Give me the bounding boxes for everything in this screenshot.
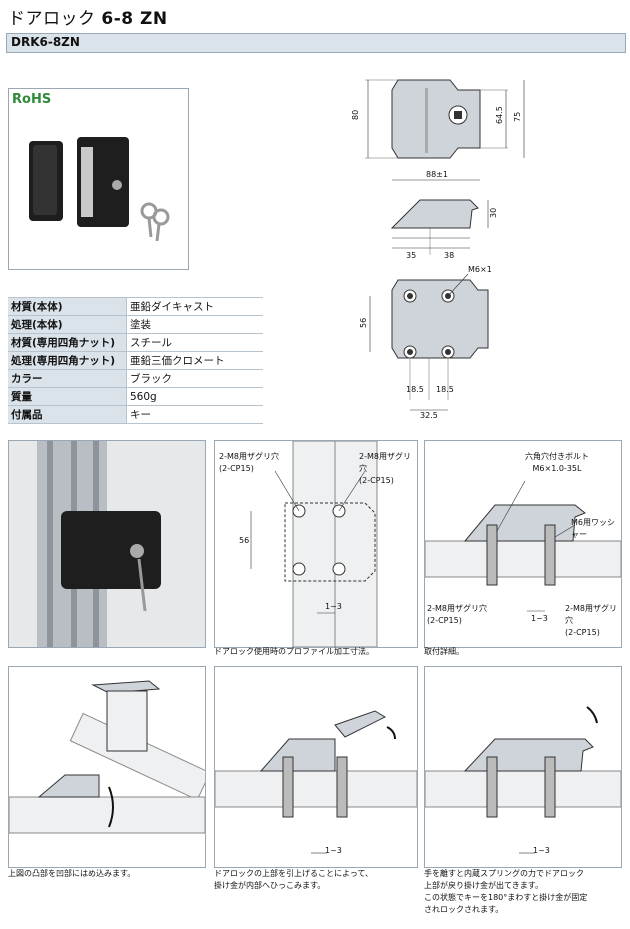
- p2-label-2: 2-M8用ザグリ穴(2-CP15): [359, 452, 411, 485]
- page-title: ドアロック 6-8 ZN: [8, 4, 168, 29]
- p3-dim-1-3: 1~3: [531, 614, 548, 623]
- p6-dim-1-3: 1~3: [533, 846, 550, 855]
- panel-photo-mounted: [8, 440, 206, 648]
- spec-value: 亜鉛ダイキャスト: [126, 297, 263, 316]
- p3-label-2: 2-M8用ザグリ穴(2-CP15): [565, 604, 617, 637]
- dim-35: 35: [406, 251, 416, 260]
- spec-value: キー: [126, 405, 263, 424]
- spec-value: スチール: [126, 333, 263, 352]
- p6-caption: 手を離すと内蔵スプリングの力でドアロック上部が戻り掛け金が出てきます。この状態で…: [424, 869, 588, 914]
- panel-step-2: 1~3: [214, 666, 418, 868]
- spec-value: 塗装: [126, 315, 263, 334]
- spec-row: 処理(専用四角ナット)亜鉛三価クロメート: [8, 351, 263, 370]
- spec-row: 処理(本体)塗装: [8, 315, 263, 334]
- spec-key: 処理(専用四角ナット): [8, 351, 127, 370]
- p2-dim-56: 56: [239, 536, 250, 545]
- dim-38: 38: [444, 251, 454, 260]
- spec-key: 質量: [8, 387, 127, 406]
- rohs-badge: RoHS: [12, 92, 52, 107]
- front-view: 80 64.5 75 88±1: [351, 79, 525, 181]
- spec-row: 材質(専用四角ナット)スチール: [8, 333, 263, 352]
- spec-value: 560g: [126, 387, 263, 406]
- spec-key: 材質(本体): [8, 297, 127, 316]
- dim-18-5-b: 18.5: [436, 385, 454, 394]
- spec-row: 付属品キー: [8, 405, 263, 424]
- part-number-bar: DRK6-8ZN: [6, 33, 626, 53]
- title-model: 6-8 ZN: [101, 9, 168, 29]
- product-photo-box: [8, 88, 189, 270]
- spec-row: 材質(本体)亜鉛ダイキャスト: [8, 297, 263, 316]
- dim-80: 80: [351, 110, 360, 120]
- p3-caption: 取付詳細。: [424, 647, 464, 656]
- technical-drawing: 80 64.5 75 88±1 35 38 30 M6×1 56 18.5: [351, 79, 525, 420]
- p2-label-1: 2-M8用ザグリ穴(2-CP15): [219, 452, 279, 473]
- p5-caption: ドアロックの上部を引上げることによって、掛け金が内部へひっこみます。: [214, 869, 373, 890]
- dim-18-5-a: 18.5: [406, 385, 424, 394]
- p2-caption: ドアロック使用時のプロファイル加工寸法。: [214, 647, 374, 656]
- spec-key: カラー: [8, 369, 127, 388]
- spec-key: 処理(本体): [8, 315, 127, 334]
- title-jp: ドアロック: [8, 9, 96, 29]
- dim-56: 56: [359, 318, 368, 328]
- p3-label-1: 2-M8用ザグリ穴(2-CP15): [427, 604, 487, 625]
- spec-key: 材質(専用四角ナット): [8, 333, 127, 352]
- side-view: 35 38 30: [390, 199, 498, 260]
- dim-32-5: 32.5: [420, 411, 438, 420]
- part-number: DRK6-8ZN: [11, 35, 80, 49]
- dim-75: 75: [513, 112, 522, 122]
- spec-key: 付属品: [8, 405, 127, 424]
- dim-88: 88±1: [426, 170, 448, 179]
- panel-step-3: 1~3: [424, 666, 622, 868]
- spec-value: ブラック: [126, 369, 263, 388]
- dim-m6: M6×1: [468, 265, 492, 274]
- spec-row: カラーブラック: [8, 369, 263, 388]
- p3-washer-label: M6用ワッシャー: [571, 518, 615, 539]
- panel-step-1: [8, 666, 211, 868]
- p2-dim-1-3: 1~3: [325, 602, 342, 611]
- dim-64-5: 64.5: [495, 106, 504, 124]
- panel-profile-machining: 2-M8用ザグリ穴(2-CP15) 2-M8用ザグリ穴(2-CP15) 56 1…: [214, 440, 418, 648]
- dim-30: 30: [489, 208, 498, 218]
- p4-caption: 上図の凸部を凹部にはめ込みます。: [8, 869, 136, 878]
- p5-dim-1-3: 1~3: [325, 846, 342, 855]
- product-photo: [29, 137, 170, 242]
- bottom-view: M6×1 56 18.5 18.5 32.5: [359, 265, 492, 420]
- spec-value: 亜鉛三価クロメート: [126, 351, 263, 370]
- spec-table: 材質(本体)亜鉛ダイキャスト 処理(本体)塗装 材質(専用四角ナット)スチール …: [8, 297, 263, 424]
